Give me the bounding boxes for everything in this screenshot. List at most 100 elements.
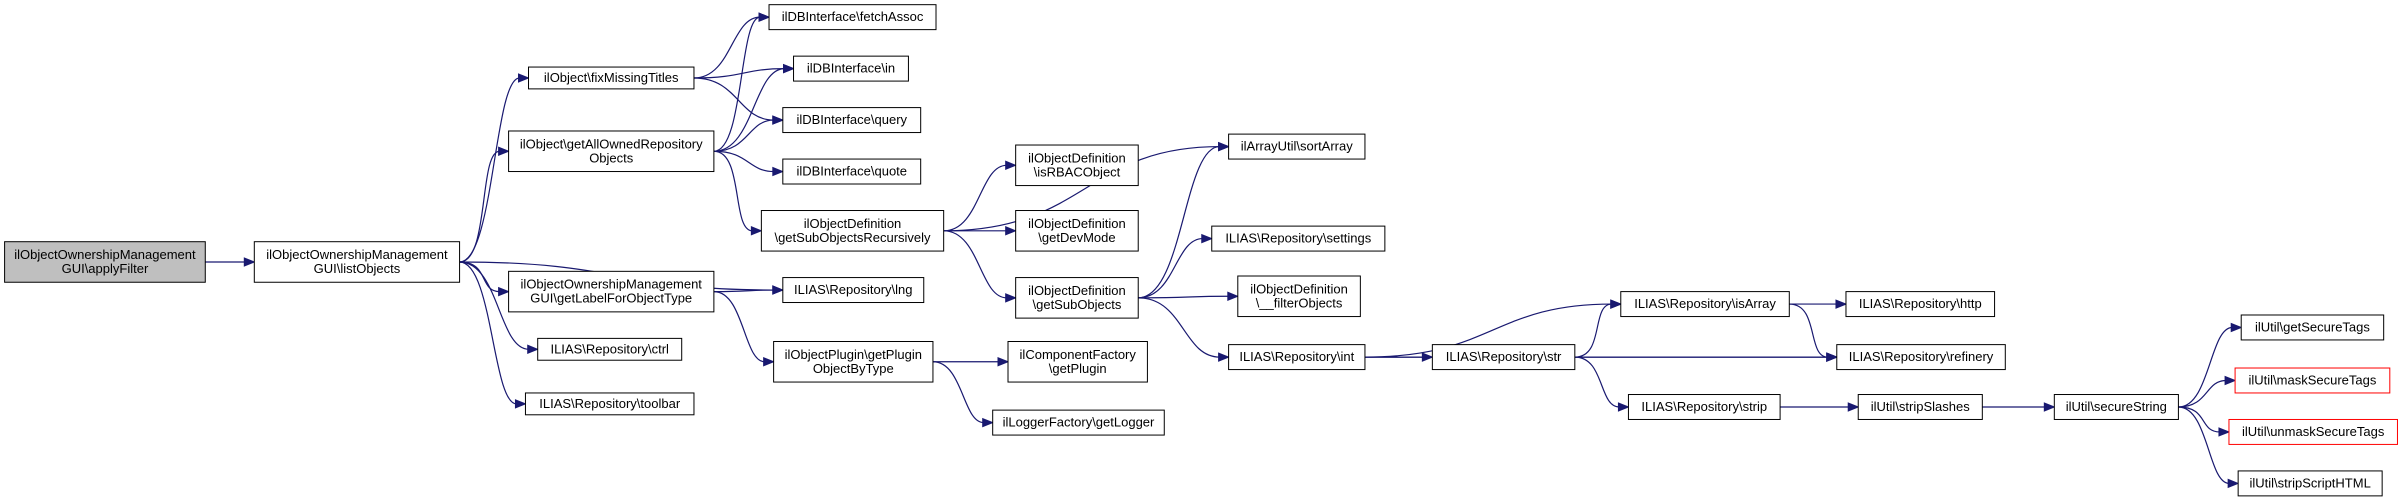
node-label: ILIAS\Repository\isArray — [1634, 296, 1776, 311]
graph-node[interactable]: ilUtil\maskSecureTags — [2234, 367, 2391, 394]
arrowhead-icon — [1005, 160, 1018, 171]
node-label: GUI\getLabelForObjectType — [530, 291, 692, 306]
arrowhead-icon — [1847, 402, 1860, 412]
arrowhead-icon — [1005, 293, 1018, 303]
graph-node[interactable]: ilObjectDefinition\getSubObjects — [1015, 277, 1139, 319]
edge-getLabelForObjectType-to-lng — [713, 289, 774, 293]
edge-getAllOwnedRepositoryObjects-to-fetchAssoc — [713, 16, 761, 152]
edge-getSubObjects-to-int — [1138, 297, 1220, 358]
node-label: \getSubObjectsRecursively — [774, 230, 931, 245]
node-box — [4, 241, 206, 283]
graph-node[interactable]: ilObjectDefinition\getDevMode — [1015, 210, 1139, 252]
graph-node[interactable]: ilDBInterface\in — [793, 55, 909, 82]
edge-listObjects-to-ctrl — [459, 261, 529, 350]
graph-node[interactable]: ilUtil\stripScriptHTML — [2237, 470, 2383, 497]
node-label: ilDBInterface\in — [807, 61, 895, 76]
edge-getAllOwnedRepositoryObjects-to-getSubObjectsRecursively — [713, 150, 753, 232]
edge-isArray-to-refinery — [1789, 303, 1828, 358]
arrowhead-icon — [772, 166, 785, 177]
node-box — [508, 270, 715, 313]
edge-getLabelForObjectType-to-getPluginObjectByType — [713, 291, 765, 363]
node-box — [782, 107, 922, 134]
graph-node[interactable]: ilDBInterface\query — [782, 107, 922, 134]
edge-getSubObjects-to-filterObjects — [1138, 295, 1229, 299]
node-box — [782, 158, 922, 185]
node-box — [1845, 291, 1996, 318]
edge-getSubObjects-to-sortArray — [1138, 145, 1220, 299]
edge-getSubObjectsRecursively-to-getSubObjects — [943, 230, 1007, 299]
node-box — [2237, 470, 2383, 497]
graph-node[interactable]: ilObjectDefinition\__filterObjects — [1237, 275, 1361, 318]
node-label: ilArrayUtil\sortArray — [1241, 139, 1353, 154]
arrowhead-icon — [498, 146, 510, 156]
node-label: ilObjectDefinition — [804, 216, 902, 231]
edge-getSubObjectsRecursively-to-isRBACObject — [943, 164, 1007, 232]
graph-node[interactable]: ilDBInterface\quote — [782, 158, 922, 185]
graph-node[interactable]: ILIAS\Repository\toolbar — [524, 392, 695, 416]
node-label: ilObjectOwnershipManagement — [521, 277, 703, 292]
graph-node[interactable]: ilArrayUtil\sortArray — [1228, 133, 1366, 160]
graph-node[interactable]: ilComponentFactory\getPlugin — [1007, 341, 1148, 383]
node-box — [1015, 144, 1139, 187]
edge-getSubObjectsRecursively-to-sortArray — [943, 145, 1220, 232]
node-label: ilDBInterface\query — [796, 112, 907, 127]
node-label: ilObject\getAllOwnedRepository — [520, 136, 703, 151]
graph-node[interactable]: ILIAS\Repository\settings — [1211, 225, 1386, 252]
graph-node[interactable]: ILIAS\Repository\isArray — [1620, 291, 1790, 318]
node-label: ILIAS\Repository\int — [1239, 349, 1354, 364]
node-box — [2234, 367, 2391, 394]
graph-node[interactable]: ILIAS\Repository\http — [1845, 291, 1996, 318]
edge-getPluginObjectByType-to-getLogger — [932, 361, 984, 424]
graph-node[interactable]: ilObject\fixMissingTitles — [528, 66, 695, 90]
graph-node[interactable]: ilUtil\getSecureTags — [2240, 314, 2385, 341]
arrowhead-icon — [1835, 299, 1848, 309]
node-label: Objects — [589, 150, 634, 165]
graph-node[interactable]: ILIAS\Repository\strip — [1627, 394, 1781, 420]
node-label: ILIAS\Repository\refinery — [1849, 349, 1994, 364]
node-label: ilObjectPlugin\getPlugin — [785, 347, 922, 362]
graph-node[interactable]: ILIAS\Repository\refinery — [1836, 344, 2006, 371]
node-label: ilObjectDefinition — [1250, 281, 1348, 296]
edge-str-to-strip — [1574, 356, 1620, 408]
arrowhead-icon — [750, 226, 763, 236]
graph-node[interactable]: ilObjectOwnershipManagementGUI\listObjec… — [253, 241, 461, 283]
node-label: ilUtil\maskSecureTags — [2249, 372, 2377, 387]
node-label: ILIAS\Repository\lng — [794, 282, 913, 297]
node-label: ILIAS\Repository\str — [1446, 349, 1562, 364]
node-label: ObjectByType — [813, 361, 894, 376]
edge-listObjects-to-toolbar — [459, 261, 517, 405]
node-box — [760, 210, 945, 252]
graph-node[interactable]: ILIAS\Repository\str — [1431, 344, 1576, 371]
node-label: ilUtil\secureString — [2066, 399, 2167, 414]
graph-node[interactable]: ilObjectOwnershipManagementGUI\applyFilt… — [4, 241, 206, 283]
arrowhead-icon — [2043, 402, 2056, 412]
graph-node[interactable]: ilUtil\secureString — [2053, 394, 2179, 420]
edge-getSubObjects-to-settings — [1138, 237, 1203, 299]
arrowhead-icon — [514, 399, 527, 409]
graph-node[interactable]: ilObjectDefinition\getSubObjectsRecursiv… — [760, 210, 945, 252]
edge-getAllOwnedRepositoryObjects-to-in — [713, 68, 785, 152]
graph-node[interactable]: ILIAS\Repository\ctrl — [537, 337, 683, 361]
graph-node[interactable]: ILIAS\Repository\lng — [782, 277, 925, 304]
arrowhead-icon — [518, 73, 530, 83]
node-box — [1836, 344, 2006, 371]
graph-node[interactable]: ILIAS\Repository\int — [1228, 344, 1366, 371]
node-label: \isRBACObject — [1034, 164, 1121, 179]
graph-node[interactable]: ilDBInterface\fetchAssoc — [768, 4, 937, 31]
graph-node[interactable]: ilUtil\unmaskSecureTags — [2228, 418, 2398, 445]
graph-node[interactable]: ilObjectDefinition\isRBACObject — [1015, 144, 1139, 187]
node-box — [1237, 275, 1361, 318]
node-box — [2240, 314, 2385, 341]
node-box — [1007, 341, 1148, 383]
graph-node[interactable]: ilObjectOwnershipManagementGUI\getLabelF… — [508, 270, 715, 313]
node-label: ilObjectOwnershipManagement — [266, 247, 448, 262]
arrowhead-icon — [1218, 352, 1230, 362]
node-label: GUI\applyFilter — [62, 261, 149, 276]
edge-secureString-to-unmaskSecureTags — [2178, 406, 2220, 433]
graph-node[interactable]: ilLoggerFactory\getLogger — [992, 409, 1165, 436]
node-box — [773, 341, 934, 383]
graph-node[interactable]: ilUtil\stripSlashes — [1857, 394, 1983, 420]
